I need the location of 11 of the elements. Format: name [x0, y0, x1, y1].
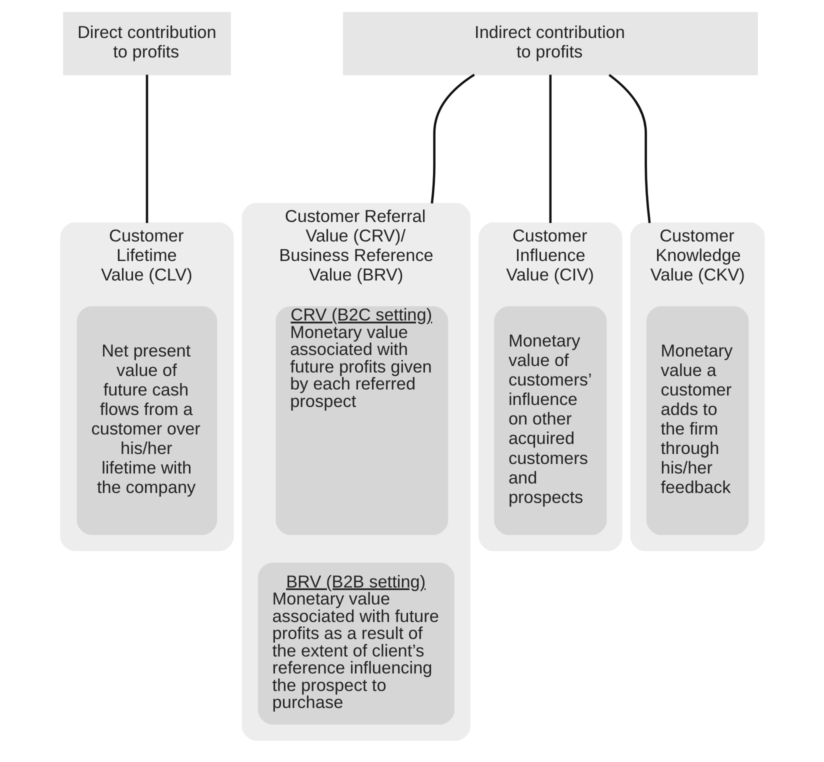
node-box: BRV (B2B setting) Monetary value associated with future profits as a result of the extent of client’s reference influencing the prospect to purchase [257, 562, 454, 725]
node-box: Direct contribution to profits [62, 12, 230, 76]
node-box: Net present value of future cash flows from a customer over his/her lifetime with the company [76, 306, 217, 536]
node-box: Monetary value a customer adds to the firm through his/her feedback [646, 306, 748, 536]
node-box: Indirect contribution to profits [342, 12, 758, 76]
connector [548, 74, 552, 223]
connector [608, 74, 650, 224]
node-box: CRV (B2C setting) Monetary value associated with future profits given by each referred prospect [275, 306, 448, 536]
node-box: Monetary value of customers’ influence on other acquired customers and prospects [494, 306, 606, 536]
connector [145, 74, 148, 223]
connector [430, 74, 474, 204]
